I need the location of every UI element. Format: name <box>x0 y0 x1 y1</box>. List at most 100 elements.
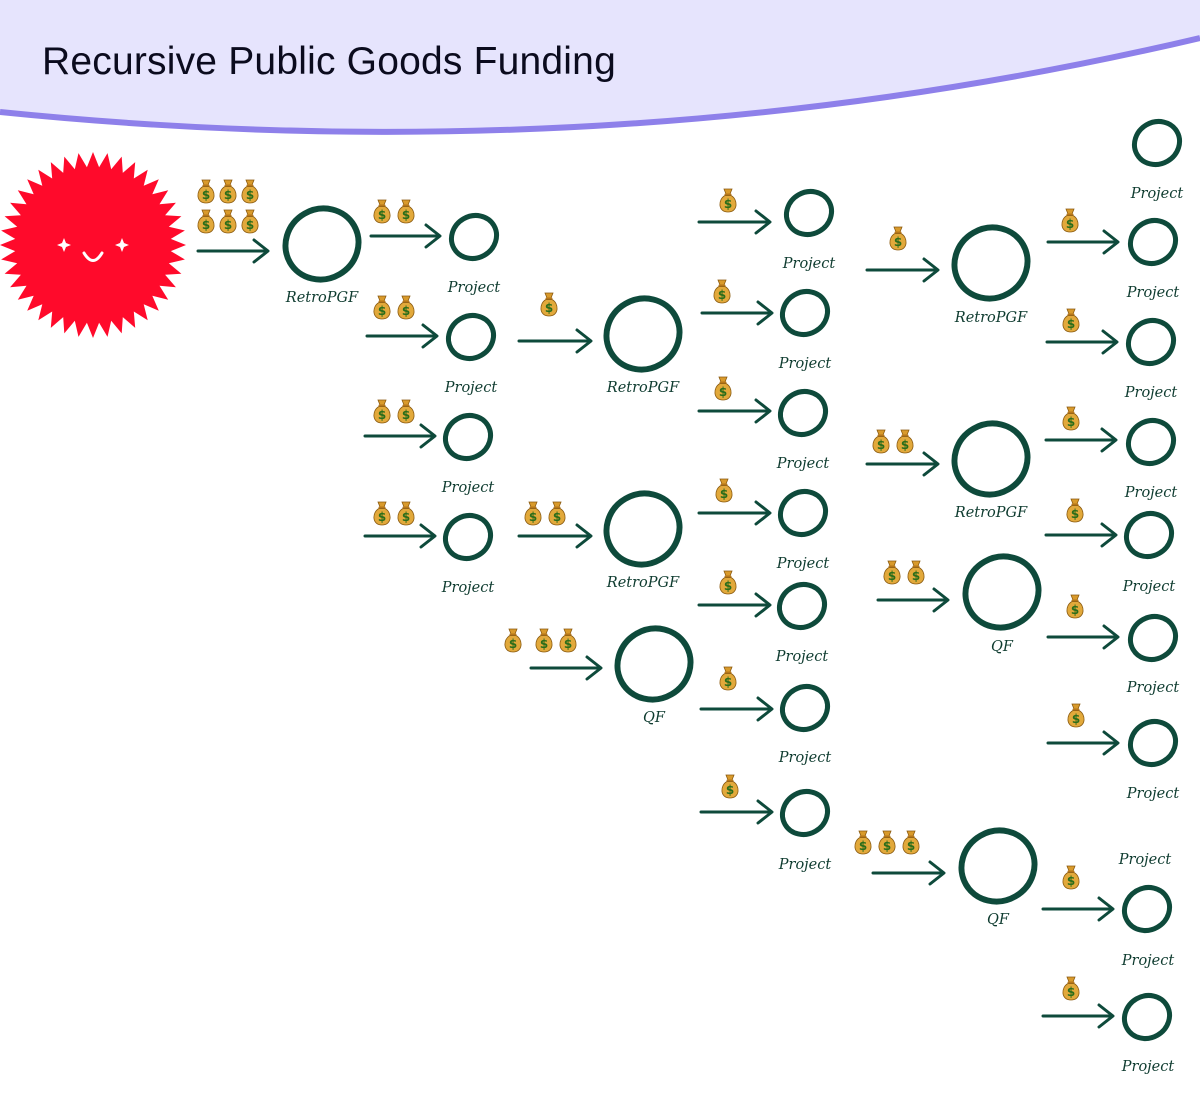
project-node-circle <box>772 576 833 635</box>
money-bag-icon: $ <box>1067 595 1083 618</box>
money-bag-icon: $ <box>198 180 214 203</box>
money-bag-icon: $ <box>1063 866 1079 889</box>
dollar-sign: $ <box>1067 874 1075 888</box>
project-node-circle <box>775 283 836 342</box>
project-label: Project <box>778 356 832 372</box>
money-bag-icon: $ <box>873 430 889 453</box>
smiling-sun-icon <box>0 152 186 338</box>
project-node-circle <box>1127 113 1188 172</box>
money-bag-icon: $ <box>1067 499 1083 522</box>
money-bag-icon: $ <box>722 775 738 798</box>
dollar-sign: $ <box>907 839 915 853</box>
dollar-sign: $ <box>1067 317 1075 331</box>
money-bag-icon: $ <box>716 479 732 502</box>
retropgf-label: RetroPGF <box>285 290 359 306</box>
money-bag-icon: $ <box>897 430 913 453</box>
dollar-sign: $ <box>378 408 386 422</box>
money-bag-icon: $ <box>1062 209 1078 232</box>
money-bag-icon: $ <box>525 502 541 525</box>
money-bag-icon: $ <box>890 227 906 250</box>
project-node-circle <box>1117 879 1178 938</box>
money-bag-icon: $ <box>908 561 924 584</box>
project-node-circle <box>1123 608 1184 667</box>
project-label: Project <box>778 857 832 873</box>
retropgf-label: RetroPGF <box>606 380 680 396</box>
money-bag-icon: $ <box>855 831 871 854</box>
dollar-sign: $ <box>888 569 896 583</box>
dollar-sign: $ <box>1067 985 1075 999</box>
dollar-sign: $ <box>378 304 386 318</box>
money-bag-icon: $ <box>720 667 736 690</box>
project-label: Project <box>1126 786 1180 802</box>
dollar-sign: $ <box>402 304 410 318</box>
project-node-circle <box>438 507 499 566</box>
dollar-sign: $ <box>545 301 553 315</box>
money-bag-icon: $ <box>242 180 258 203</box>
dollar-sign: $ <box>529 510 537 524</box>
qf-node-circle <box>948 817 1047 915</box>
dollar-sign: $ <box>402 208 410 222</box>
project-label: Project <box>1126 285 1180 301</box>
dollar-sign: $ <box>202 188 210 202</box>
dollar-sign: $ <box>564 637 572 651</box>
project-label: Project <box>1122 579 1176 595</box>
money-bag-icon: $ <box>879 831 895 854</box>
project-label: Project <box>1130 186 1184 202</box>
project-node-circle <box>1121 312 1182 371</box>
money-bag-icon: $ <box>720 189 736 212</box>
money-bag-icon: $ <box>398 502 414 525</box>
money-bag-icon: $ <box>374 502 390 525</box>
project-node-circle <box>773 383 834 442</box>
money-bag-icon: $ <box>374 296 390 319</box>
retropgf-node-circle <box>941 214 1040 312</box>
money-bag-icon: $ <box>374 200 390 223</box>
dollar-sign: $ <box>378 510 386 524</box>
project-label: Project <box>441 480 495 496</box>
dollar-sign: $ <box>246 218 254 232</box>
dollar-sign: $ <box>402 510 410 524</box>
money-bag-icon: $ <box>1063 977 1079 1000</box>
project-node-circle <box>1119 505 1180 564</box>
dollar-sign: $ <box>724 579 732 593</box>
project-node-circle <box>1117 987 1178 1046</box>
money-bag-icon: $ <box>398 200 414 223</box>
project-label: Project <box>1118 852 1172 868</box>
dollar-sign: $ <box>883 839 891 853</box>
retropgf-node-circle <box>272 195 371 293</box>
money-bag-icon: $ <box>220 210 236 233</box>
project-node-circle <box>441 307 502 366</box>
project-node-circle <box>775 783 836 842</box>
money-bag-icon: $ <box>374 400 390 423</box>
dollar-sign: $ <box>509 637 517 651</box>
money-bag-icon: $ <box>560 629 576 652</box>
qf-label: QF <box>643 710 666 726</box>
dollar-sign: $ <box>246 188 254 202</box>
dollar-sign: $ <box>224 218 232 232</box>
money-bag-icon: $ <box>903 831 919 854</box>
project-label: Project <box>1126 680 1180 696</box>
project-node-circle <box>1121 412 1182 471</box>
dollar-sign: $ <box>912 569 920 583</box>
dollar-sign: $ <box>859 839 867 853</box>
money-bag-icon: $ <box>541 293 557 316</box>
money-bag-icon: $ <box>884 561 900 584</box>
project-label: Project <box>1124 485 1178 501</box>
qf-label: QF <box>991 639 1014 655</box>
money-bag-icon: $ <box>398 400 414 423</box>
project-label: Project <box>778 750 832 766</box>
dollar-sign: $ <box>720 487 728 501</box>
project-label: Project <box>776 556 830 572</box>
retropgf-node-circle <box>941 410 1040 508</box>
project-node-circle <box>444 207 505 266</box>
sun-starburst <box>0 152 186 338</box>
project-label: Project <box>444 380 498 396</box>
money-bag-icon: $ <box>1063 309 1079 332</box>
project-label: Project <box>782 256 836 272</box>
money-bag-icon: $ <box>398 296 414 319</box>
money-bag-icon: $ <box>1068 704 1084 727</box>
qf-label: QF <box>987 912 1010 928</box>
project-node-circle <box>779 183 840 242</box>
project-label: Project <box>441 580 495 596</box>
money-bag-icon: $ <box>715 377 731 400</box>
